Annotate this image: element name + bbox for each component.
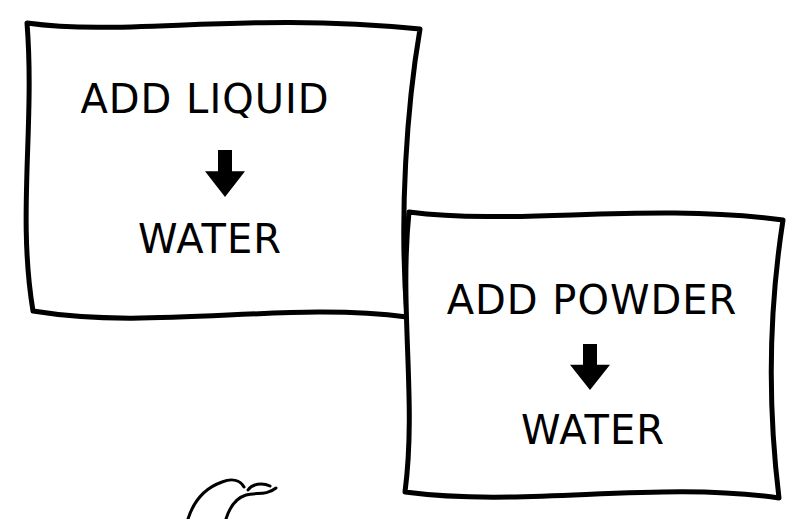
water-text: WATER (521, 410, 665, 450)
flag-outline (15, 15, 430, 330)
flag-outline (395, 200, 795, 512)
flag-box: ADD LIQUID WATER (15, 15, 430, 330)
instruction-text: ADD POWDER (447, 280, 738, 320)
flag-box: ADD POWDER WATER (395, 200, 795, 512)
down-arrow (570, 344, 610, 390)
flag-border (405, 212, 783, 498)
flag-border (26, 22, 420, 318)
water-text: WATER (138, 219, 282, 259)
partial-sketch (188, 480, 276, 519)
instruction-text: ADD LIQUID (80, 79, 329, 119)
down-arrow (205, 150, 245, 197)
